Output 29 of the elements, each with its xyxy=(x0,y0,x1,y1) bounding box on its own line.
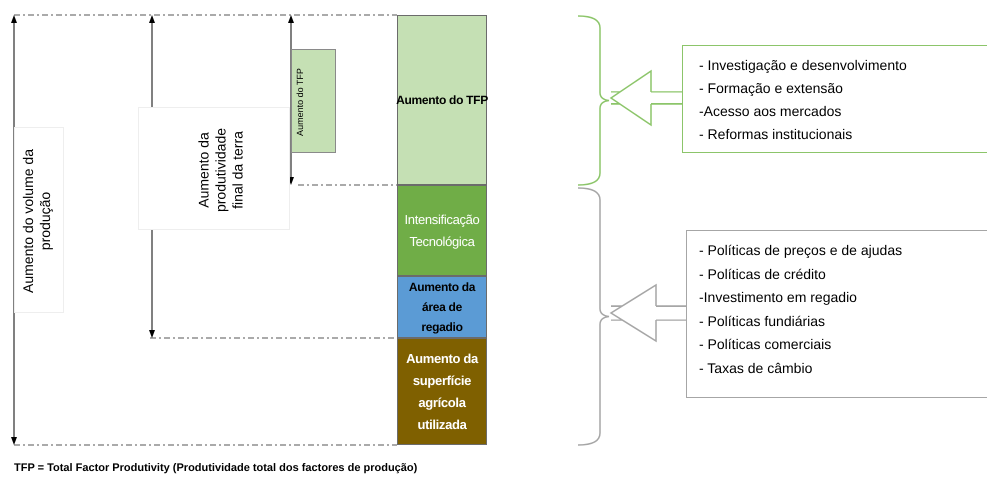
stacked-block xyxy=(397,15,487,185)
label-box xyxy=(14,127,64,313)
curly-brace xyxy=(578,15,610,186)
list-item: - Reformas institucionais xyxy=(699,125,854,144)
list-item: - Políticas fundiárias xyxy=(699,312,826,330)
curly-brace xyxy=(578,187,610,446)
footnote: TFP = Total Factor Produtivity (Produtividade total dos factores de produção) xyxy=(14,461,418,476)
list-item: - Formação e extensão xyxy=(699,79,844,98)
list-box xyxy=(682,45,987,153)
list-box xyxy=(686,230,987,398)
list-item: - Políticas de preços e de ajudas xyxy=(699,241,904,260)
stacked-block xyxy=(397,338,487,445)
stacked-block xyxy=(397,185,487,276)
label-box xyxy=(291,49,336,153)
rotated-label: Aumento do volume da produção xyxy=(20,148,54,295)
rotated-label: Aumento do TFP xyxy=(294,67,306,138)
block-label: Intensificação Tecnológica xyxy=(404,210,480,251)
block-label: Aumento da superfície agrícola utilizada xyxy=(405,350,480,434)
list-item: -Acesso aos mercados xyxy=(699,102,842,121)
block-label: Aumento do TFP xyxy=(395,92,489,109)
stacked-block xyxy=(397,276,487,338)
list-item: -Investimento em regadio xyxy=(699,288,858,307)
list-item: - Investigação e desenvolvimento xyxy=(699,56,908,75)
list-item: - Políticas de crédito xyxy=(699,264,827,284)
label-box xyxy=(138,107,290,230)
block-label: Aumento da área de regadio xyxy=(408,279,476,336)
list-item: - Políticas comerciais xyxy=(699,335,832,354)
list-item: - Taxas de câmbio xyxy=(699,358,814,378)
rotated-label: Aumento da produtividade final da terra xyxy=(195,126,246,214)
